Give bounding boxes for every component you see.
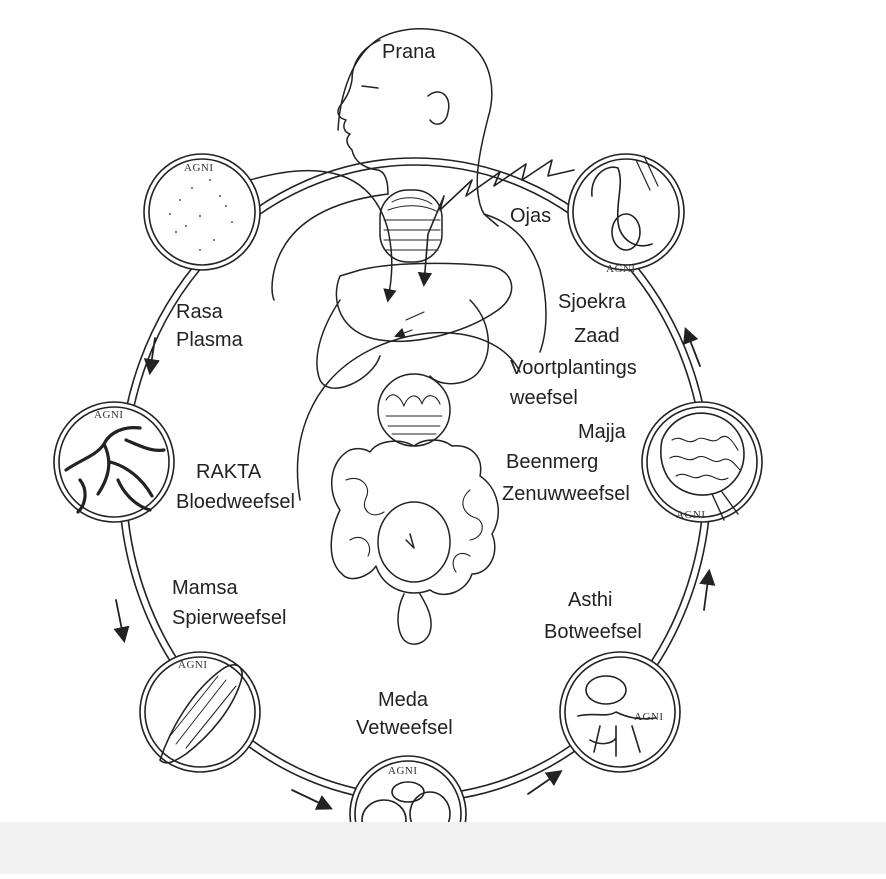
asthi-agni-label: AGNI: [634, 711, 664, 723]
label-zaad: Zaad: [574, 326, 620, 346]
label-weefsel: weefsel: [510, 388, 578, 408]
back-line: [484, 214, 546, 352]
stomach-organ: [378, 374, 450, 446]
label-spierweefsel: Spierweefsel: [172, 608, 287, 628]
label-rasa: Rasa: [176, 302, 223, 322]
label-majja: Majja: [578, 422, 626, 442]
majja-circle: AGNI: [642, 402, 762, 522]
label-prana: Prana: [382, 42, 435, 62]
bladder-organ: [378, 502, 450, 582]
shoulder-line: [272, 194, 388, 300]
mamsa-circle: AGNI: [140, 652, 260, 772]
human-figure: [250, 29, 546, 644]
majja-agni-label: AGNI: [676, 509, 706, 521]
asthi-circle: AGNI: [560, 652, 680, 772]
label-voortplantings: Voortplantings: [510, 358, 637, 378]
label-rakta: RAKTA: [196, 462, 261, 482]
label-bloedweefsel: Bloedweefsel: [176, 492, 295, 512]
rasa-agni-label: AGNI: [184, 162, 214, 174]
arrow-mamsa-to-meda: [292, 790, 330, 808]
arrow-asthi-to-majja: [704, 572, 709, 610]
heart-organ: [380, 190, 442, 262]
label-meda: Meda: [378, 690, 428, 710]
label-sjoekra: Sjoekra: [558, 292, 626, 312]
rakta-circle: AGNI: [54, 402, 174, 522]
bottom-band: [0, 822, 886, 874]
arrow-rakta-to-mamsa: [116, 600, 124, 640]
mamsa-agni-label: AGNI: [178, 659, 208, 671]
meda-agni-label: AGNI: [388, 765, 418, 777]
arrow-rasa-to-rakta: [150, 338, 155, 372]
sjoekra-circle: AGNI: [568, 154, 684, 275]
ear: [428, 92, 449, 124]
label-ojas: Ojas: [510, 206, 551, 226]
label-zenuwweefsel: Zenuwweefsel: [502, 484, 630, 504]
label-mamsa: Mamsa: [172, 578, 238, 598]
label-botweefsel: Botweefsel: [544, 622, 642, 642]
label-plasma: Plasma: [176, 330, 243, 350]
rakta-agni-label: AGNI: [94, 409, 124, 421]
eye: [362, 86, 378, 88]
arrow-majja-to-sjoekra: [686, 330, 700, 366]
label-beenmerg: Beenmerg: [506, 452, 598, 472]
sjoekra-agni-label: AGNI: [606, 263, 636, 275]
label-asthi: Asthi: [568, 590, 612, 610]
rasa-circle: AGNI: [144, 154, 260, 270]
prana-arrow: [250, 171, 392, 300]
label-vetweefsel: Vetweefsel: [356, 718, 453, 738]
